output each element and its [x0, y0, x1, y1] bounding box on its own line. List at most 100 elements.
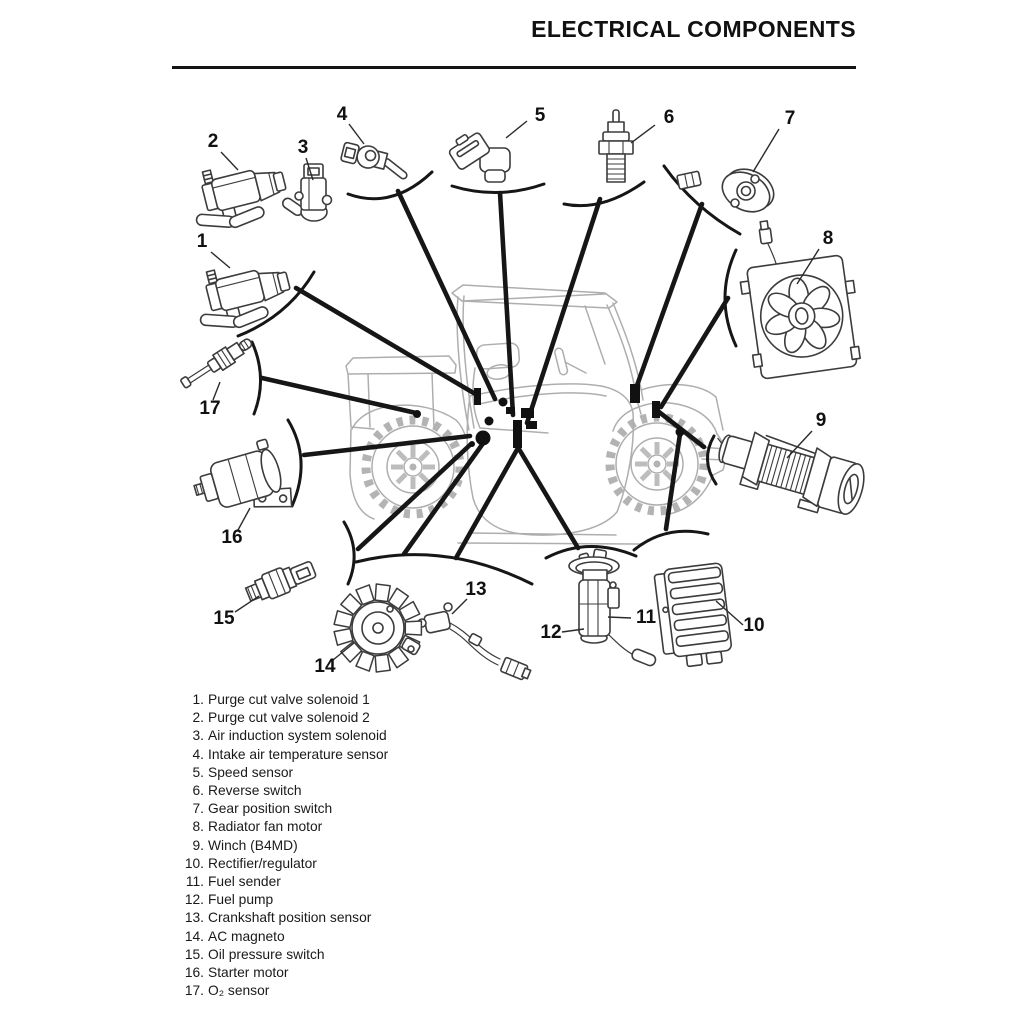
callout-number: 10	[743, 615, 764, 636]
legend-item-number: 10.	[184, 855, 204, 871]
legend-item: 13.Crankshaft position sensor	[183, 909, 388, 927]
callout-number: 15	[213, 608, 235, 629]
magneto-coil-segment	[387, 587, 410, 610]
callout-number: 17	[199, 398, 220, 419]
legend-item-label: Air induction system solenoid	[208, 728, 387, 744]
callout-number: 9	[816, 410, 827, 431]
legend-item-label: Reverse switch	[208, 783, 302, 799]
ac-magneto-illustration	[333, 583, 423, 673]
callout-number: 7	[785, 108, 796, 129]
gear-position-switch-illustration	[676, 168, 775, 213]
legend-item-label: Starter motor	[208, 965, 289, 981]
legend-item-label: AC magneto	[208, 928, 285, 944]
purge-cut-valve-solenoid-2-illustration	[183, 152, 294, 238]
legend-item-number: 8.	[192, 819, 204, 835]
legend-item-number: 11.	[185, 874, 204, 890]
legend-item-label: Rectifier/regulator	[208, 855, 317, 871]
magneto-coil-segment	[340, 640, 363, 663]
callout-number: 4	[337, 104, 348, 125]
vehicle-illustration	[345, 284, 726, 545]
callout-number: 6	[664, 107, 675, 128]
legend-item-label: Fuel pump	[208, 892, 274, 908]
legend-item-label: Fuel sender	[208, 874, 281, 890]
callout-pointer-lines	[210, 120, 820, 661]
magneto-coil-segment	[333, 610, 354, 629]
callout-number: 12	[540, 622, 561, 643]
legend-item-number: 15.	[184, 946, 204, 962]
legend-item: 7.Gear position switch	[183, 800, 388, 818]
intake-air-temperature-sensor-illustration	[340, 141, 408, 180]
callout-number: 3	[298, 137, 309, 158]
winch-illustration	[717, 431, 865, 515]
callout-number: 8	[823, 228, 834, 249]
legend-item-label: Gear position switch	[208, 801, 333, 817]
legend-item: 9.Winch (B4MD)	[183, 837, 388, 855]
callout-numbers: 1 2 3 4 5 6 7 8 9 10 11 12 13 14 15 16 1…	[197, 104, 834, 677]
purge-cut-valve-solenoid-1-illustration	[187, 252, 298, 338]
callout-brackets	[236, 164, 742, 586]
legend-item-number: 6.	[192, 783, 204, 799]
legend-item-label: Winch (B4MD)	[208, 837, 298, 853]
legend: 1. Purge cut valve solenoid 1 2.Purge cut…	[183, 691, 388, 1000]
legend-item-number: 17.	[184, 983, 204, 999]
legend-item-number: 2.	[192, 710, 204, 726]
legend-item: 10.Rectifier/regulator	[183, 855, 388, 873]
legend-item-number: 5.	[192, 764, 204, 780]
magneto-coil-segment	[355, 584, 375, 606]
rectifier-regulator-illustration	[653, 562, 733, 668]
air-induction-system-solenoid-illustration	[281, 163, 333, 222]
legend-item-number: 4.	[192, 746, 204, 762]
reverse-switch-illustration	[598, 109, 634, 183]
legend-item: 15.Oil pressure switch	[183, 946, 388, 964]
legend-item-number: 12.	[184, 892, 204, 908]
callout-number: 5	[535, 105, 546, 126]
legend-item: 5.Speed sensor	[183, 764, 388, 782]
legend-item-label: O₂ sensor	[208, 983, 270, 999]
magneto-coil-segment	[374, 583, 391, 603]
crankshaft-position-sensor-illustration	[417, 602, 532, 681]
legend-item-label: Radiator fan motor	[208, 819, 323, 835]
callout-number: 16	[221, 527, 242, 548]
callout-number: 2	[208, 131, 219, 152]
magneto-coil-segment	[374, 653, 391, 673]
legend-item: 2.Purge cut valve solenoid 2	[183, 709, 388, 727]
legend-item-number: 13.	[184, 910, 204, 926]
fuel-sender-detail	[607, 587, 620, 609]
o2-sensor-illustration	[180, 338, 253, 389]
legend-item-label: Crankshaft position sensor	[208, 910, 372, 926]
legend-item-number: 14.	[184, 928, 204, 944]
magneto-coil-segment	[340, 593, 363, 616]
legend-item: 4.Intake air temperature sensor	[183, 746, 388, 764]
legend-item-label: Speed sensor	[208, 764, 294, 780]
legend-item: 16.Starter motor	[183, 964, 388, 982]
legend-item-label: Purge cut valve solenoid 2	[208, 710, 370, 726]
fuel-pump-assembly-illustration	[568, 548, 657, 667]
radiator-fan-motor-illustration	[739, 220, 861, 380]
callout-number: 1	[197, 231, 208, 252]
legend-item-number: 1.	[192, 692, 204, 707]
legend-item: 14.AC magneto	[183, 928, 388, 946]
magneto-coil-segment	[387, 646, 410, 669]
magneto-coil-segment	[404, 620, 423, 636]
legend-item: 3.Air induction system solenoid	[183, 727, 388, 745]
magneto-coil-segment	[333, 627, 354, 646]
legend-item: 6.Reverse switch	[183, 782, 388, 800]
legend-item-number: 9.	[192, 837, 204, 853]
page-title: ELECTRICAL COMPONENTS	[531, 16, 856, 42]
speed-sensor-illustration	[448, 132, 511, 183]
title-divider	[172, 66, 856, 69]
front-wheel	[610, 417, 704, 511]
magneto-coil-segment	[398, 600, 421, 622]
legend-item-label: Purge cut valve solenoid 1	[208, 692, 370, 707]
starter-motor-illustration	[193, 438, 293, 508]
callout-number: 14	[314, 656, 336, 677]
legend-item-number: 16.	[184, 965, 204, 981]
legend-item: 1. Purge cut valve solenoid 1	[183, 691, 388, 709]
legend-item: 12.Fuel pump	[183, 891, 388, 909]
legend-item-label: Oil pressure switch	[208, 946, 325, 962]
legend-item-number: 7.	[192, 801, 204, 817]
legend-item-number: 3.	[192, 728, 204, 744]
legend-item: 17.O₂ sensor	[183, 982, 388, 1000]
